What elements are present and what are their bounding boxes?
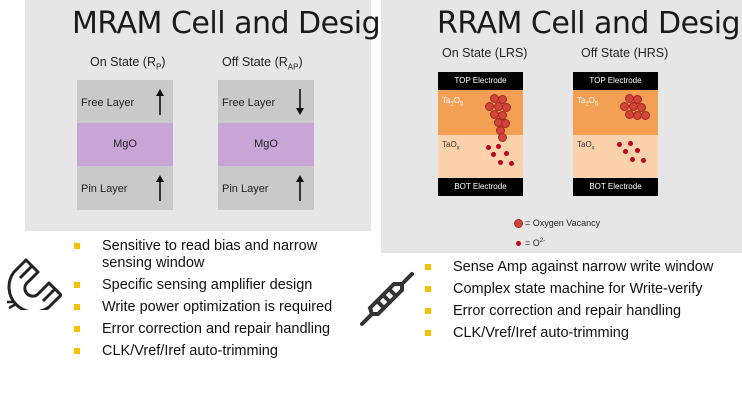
resistor-icon [360,272,414,326]
arrow-down-icon [296,89,304,115]
oxygen-vacancy [641,111,650,120]
bot-electrode: BOT Electrode [438,178,523,196]
bullet-icon [74,243,80,249]
arrow-up-icon [296,175,304,201]
bullet-icon [425,330,431,336]
taox-layer: TaOx [573,135,658,178]
ta2o5-label: Ta2O5 [442,96,464,108]
mgo-layer: MgO [218,123,314,166]
bullet-icon [425,308,431,314]
oxygen-ion [641,158,646,163]
oxygen-ion-swatch [516,241,521,246]
free-layer: Free Layer [77,80,173,123]
mgo-layer: MgO [77,123,173,166]
bot-electrode: BOT Electrode [573,178,658,196]
oxygen-ion [623,149,628,154]
rram-off-state-label: Off State (HRS) [581,46,669,60]
mram-off-stack: Free Layer MgO Pin Layer [218,80,314,210]
list-item: Error correction and repair handling [421,303,742,320]
list-item: Error correction and repair handling [70,321,370,338]
oxygen-vacancy [498,133,507,142]
oxygen-vacancy [485,102,494,111]
rram-title: RRAM Cell and Design [437,6,742,41]
oxygen-ion [509,161,514,166]
list-item: Sense Amp against narrow write window [421,259,742,276]
oxygen-ion [498,160,503,165]
list-item: Specific sensing amplifier design [70,277,370,294]
list-item: CLK/Vref/Iref auto-trimming [421,325,742,342]
top-electrode: TOP Electrode [438,72,523,90]
free-layer: Free Layer [218,80,314,123]
list-item: Complex state machine for Write-verify [421,281,742,298]
mram-off-state-label: Off State (RAP) [222,55,303,72]
oxygen-vacancy-swatch [514,219,523,228]
oxygen-vacancy [620,102,629,111]
rram-bullet-list: Sense Amp against narrow write window Co… [421,259,742,347]
ta2o5-layer: Ta2O5 [438,90,523,135]
oxygen-vacancy [502,103,511,112]
pin-layer: Pin Layer [77,166,173,210]
magnet-icon [7,258,62,310]
mram-on-state-label: On State (RP) [90,55,166,72]
top-electrode: TOP Electrode [573,72,658,90]
list-item: Sensitive to read bias and narrow sensin… [70,238,370,272]
bullet-icon [74,348,80,354]
bullet-icon [74,326,80,332]
oxygen-ion [496,144,501,149]
mram-on-stack: Free Layer MgO Pin Layer [77,80,173,210]
oxygen-ion [617,142,622,147]
arrow-up-icon [156,89,164,115]
oxygen-ion [486,145,491,150]
bullet-icon [74,304,80,310]
oxygen-ion [491,152,496,157]
taox-layer: TaOx [438,135,523,178]
oxygen-ion [635,148,640,153]
oxygen-ion [630,157,635,162]
arrow-up-icon [156,175,164,201]
bullet-icon [74,282,80,288]
rram-off-cell: TOP Electrode Ta2O5 TaOx BOT Electrode [573,72,658,196]
bullet-icon [425,286,431,292]
taox-label: TaOx [577,140,595,152]
mram-bullet-list: Sensitive to read bias and narrow sensin… [70,238,370,365]
ta2o5-label: Ta2O5 [577,96,599,108]
rram-on-cell: TOP Electrode Ta2O5 TaOx BOT Electrode [438,72,523,196]
list-item: CLK/Vref/Iref auto-trimming [70,343,370,360]
taox-label: TaOx [442,140,460,152]
bullet-icon [425,264,431,270]
mram-title: MRAM Cell and Design [72,6,399,41]
oxygen-vacancy [501,119,510,128]
list-item: Write power optimization is required [70,299,370,316]
rram-on-state-label: On State (LRS) [442,46,528,60]
oxygen-ion [504,151,509,156]
oxygen-ion [628,141,633,146]
pin-layer: Pin Layer [218,166,314,210]
